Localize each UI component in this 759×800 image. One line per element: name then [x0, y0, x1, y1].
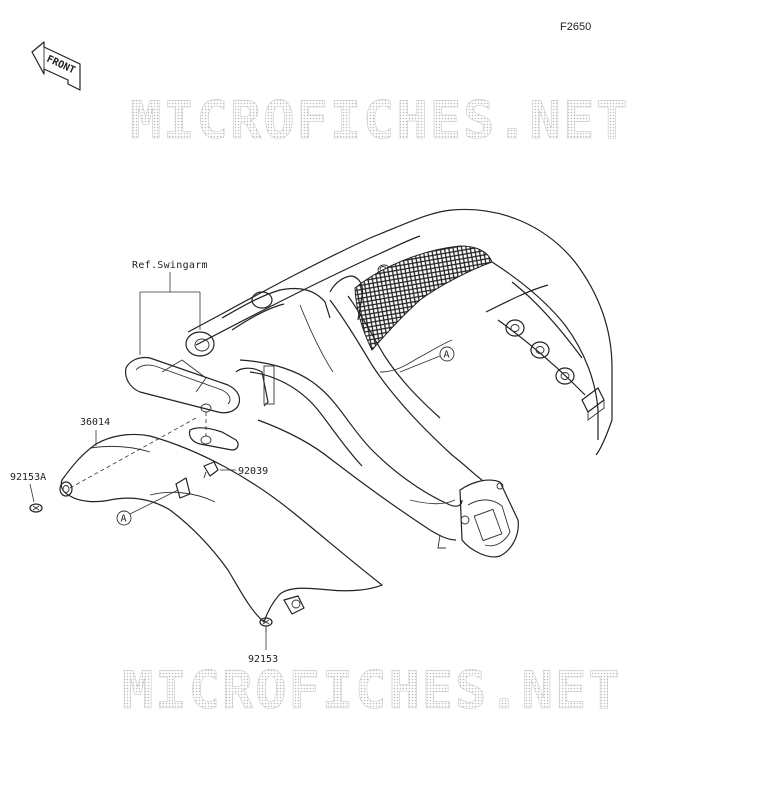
front-arrow-label: FRONT [45, 54, 77, 77]
bolt-92153a-icon [29, 503, 43, 513]
svg-text:A: A [121, 514, 127, 525]
reference-bracket: Ref.Swingarm [132, 260, 208, 355]
svg-text:A: A [444, 350, 450, 361]
part-callouts: 36014 92153A 92039 92153 A [10, 346, 455, 665]
part-number-36014: 36014 [80, 417, 110, 428]
reference-label: Ref.Swingarm [132, 260, 208, 271]
callout-a-upper: A [399, 346, 455, 373]
swingarm-assembly [185, 208, 613, 558]
chain-cover [59, 417, 383, 623]
watermark-bottom: MICROFICHES.NET [122, 661, 622, 721]
clip-92039-icon [203, 461, 219, 479]
chain-guide [125, 356, 275, 451]
part-number-92153: 92153 [248, 654, 278, 665]
callout-a-lower: A [116, 489, 179, 526]
part-number-92039: 92039 [238, 466, 268, 477]
part-number-92153a: 92153A [10, 472, 46, 483]
bolt-92153-icon [259, 617, 273, 632]
watermark-top: MICROFICHES.NET [130, 91, 630, 151]
figure-code: F2650 [560, 21, 591, 33]
front-arrow-icon: FRONT [31, 41, 81, 91]
